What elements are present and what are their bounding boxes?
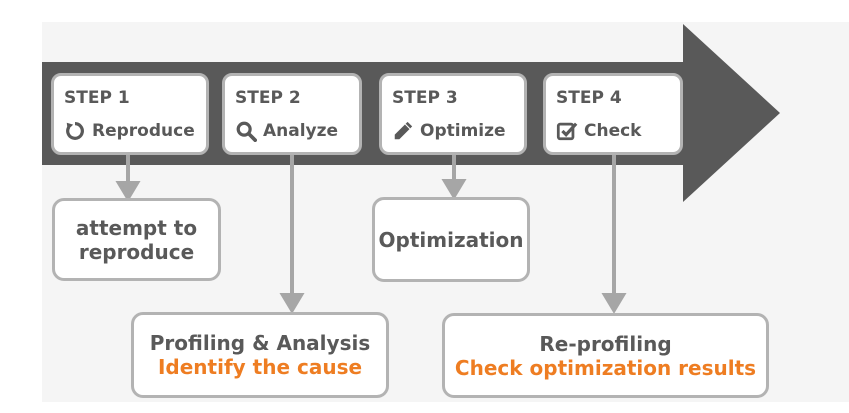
connector-step1-head [115,181,141,202]
detail-check-line2: Check optimization results [454,355,757,380]
detail-optimize-line1: Optimization [378,227,524,252]
detail-optimize-box: Optimization [372,197,530,282]
detail-check-line1: Re-profiling [539,331,672,356]
step-4-label: STEP 4 [556,88,622,108]
refresh-icon [66,122,84,140]
step-2-action: Analyze [263,121,339,141]
search-icon [236,121,257,142]
step-3-box: STEP 3 Optimize [379,73,527,155]
detail-check-box: Re-profiling Check optimization results [442,313,769,398]
step-3-action: Optimize [420,121,506,141]
step-3-label: STEP 3 [392,88,458,108]
detail-reproduce-box: attempt to reproduce [52,198,221,281]
step-1-label: STEP 1 [64,88,130,108]
connector-step2-head [279,293,305,314]
detail-reproduce-line1: attempt to [75,215,198,240]
step-4-box: STEP 4 Check [543,73,683,155]
step-4-action: Check [584,121,642,141]
detail-analyze-line2: Identify the cause [157,355,363,379]
step-2-box: STEP 2 Analyze [222,73,362,155]
pencil-icon [394,121,413,140]
detail-reproduce-line2: reproduce [78,239,195,264]
connector-step3-head [441,179,467,200]
step-1-action: Reproduce [92,121,195,141]
step-2-label: STEP 2 [235,88,301,108]
checkbox-icon [556,122,578,141]
connector-step4-head [601,293,627,314]
detail-analyze-box: Profiling & Analysis Identify the cause [131,312,389,398]
step-1-box: STEP 1 Reproduce [51,73,209,155]
detail-analyze-line1: Profiling & Analysis [149,331,371,355]
